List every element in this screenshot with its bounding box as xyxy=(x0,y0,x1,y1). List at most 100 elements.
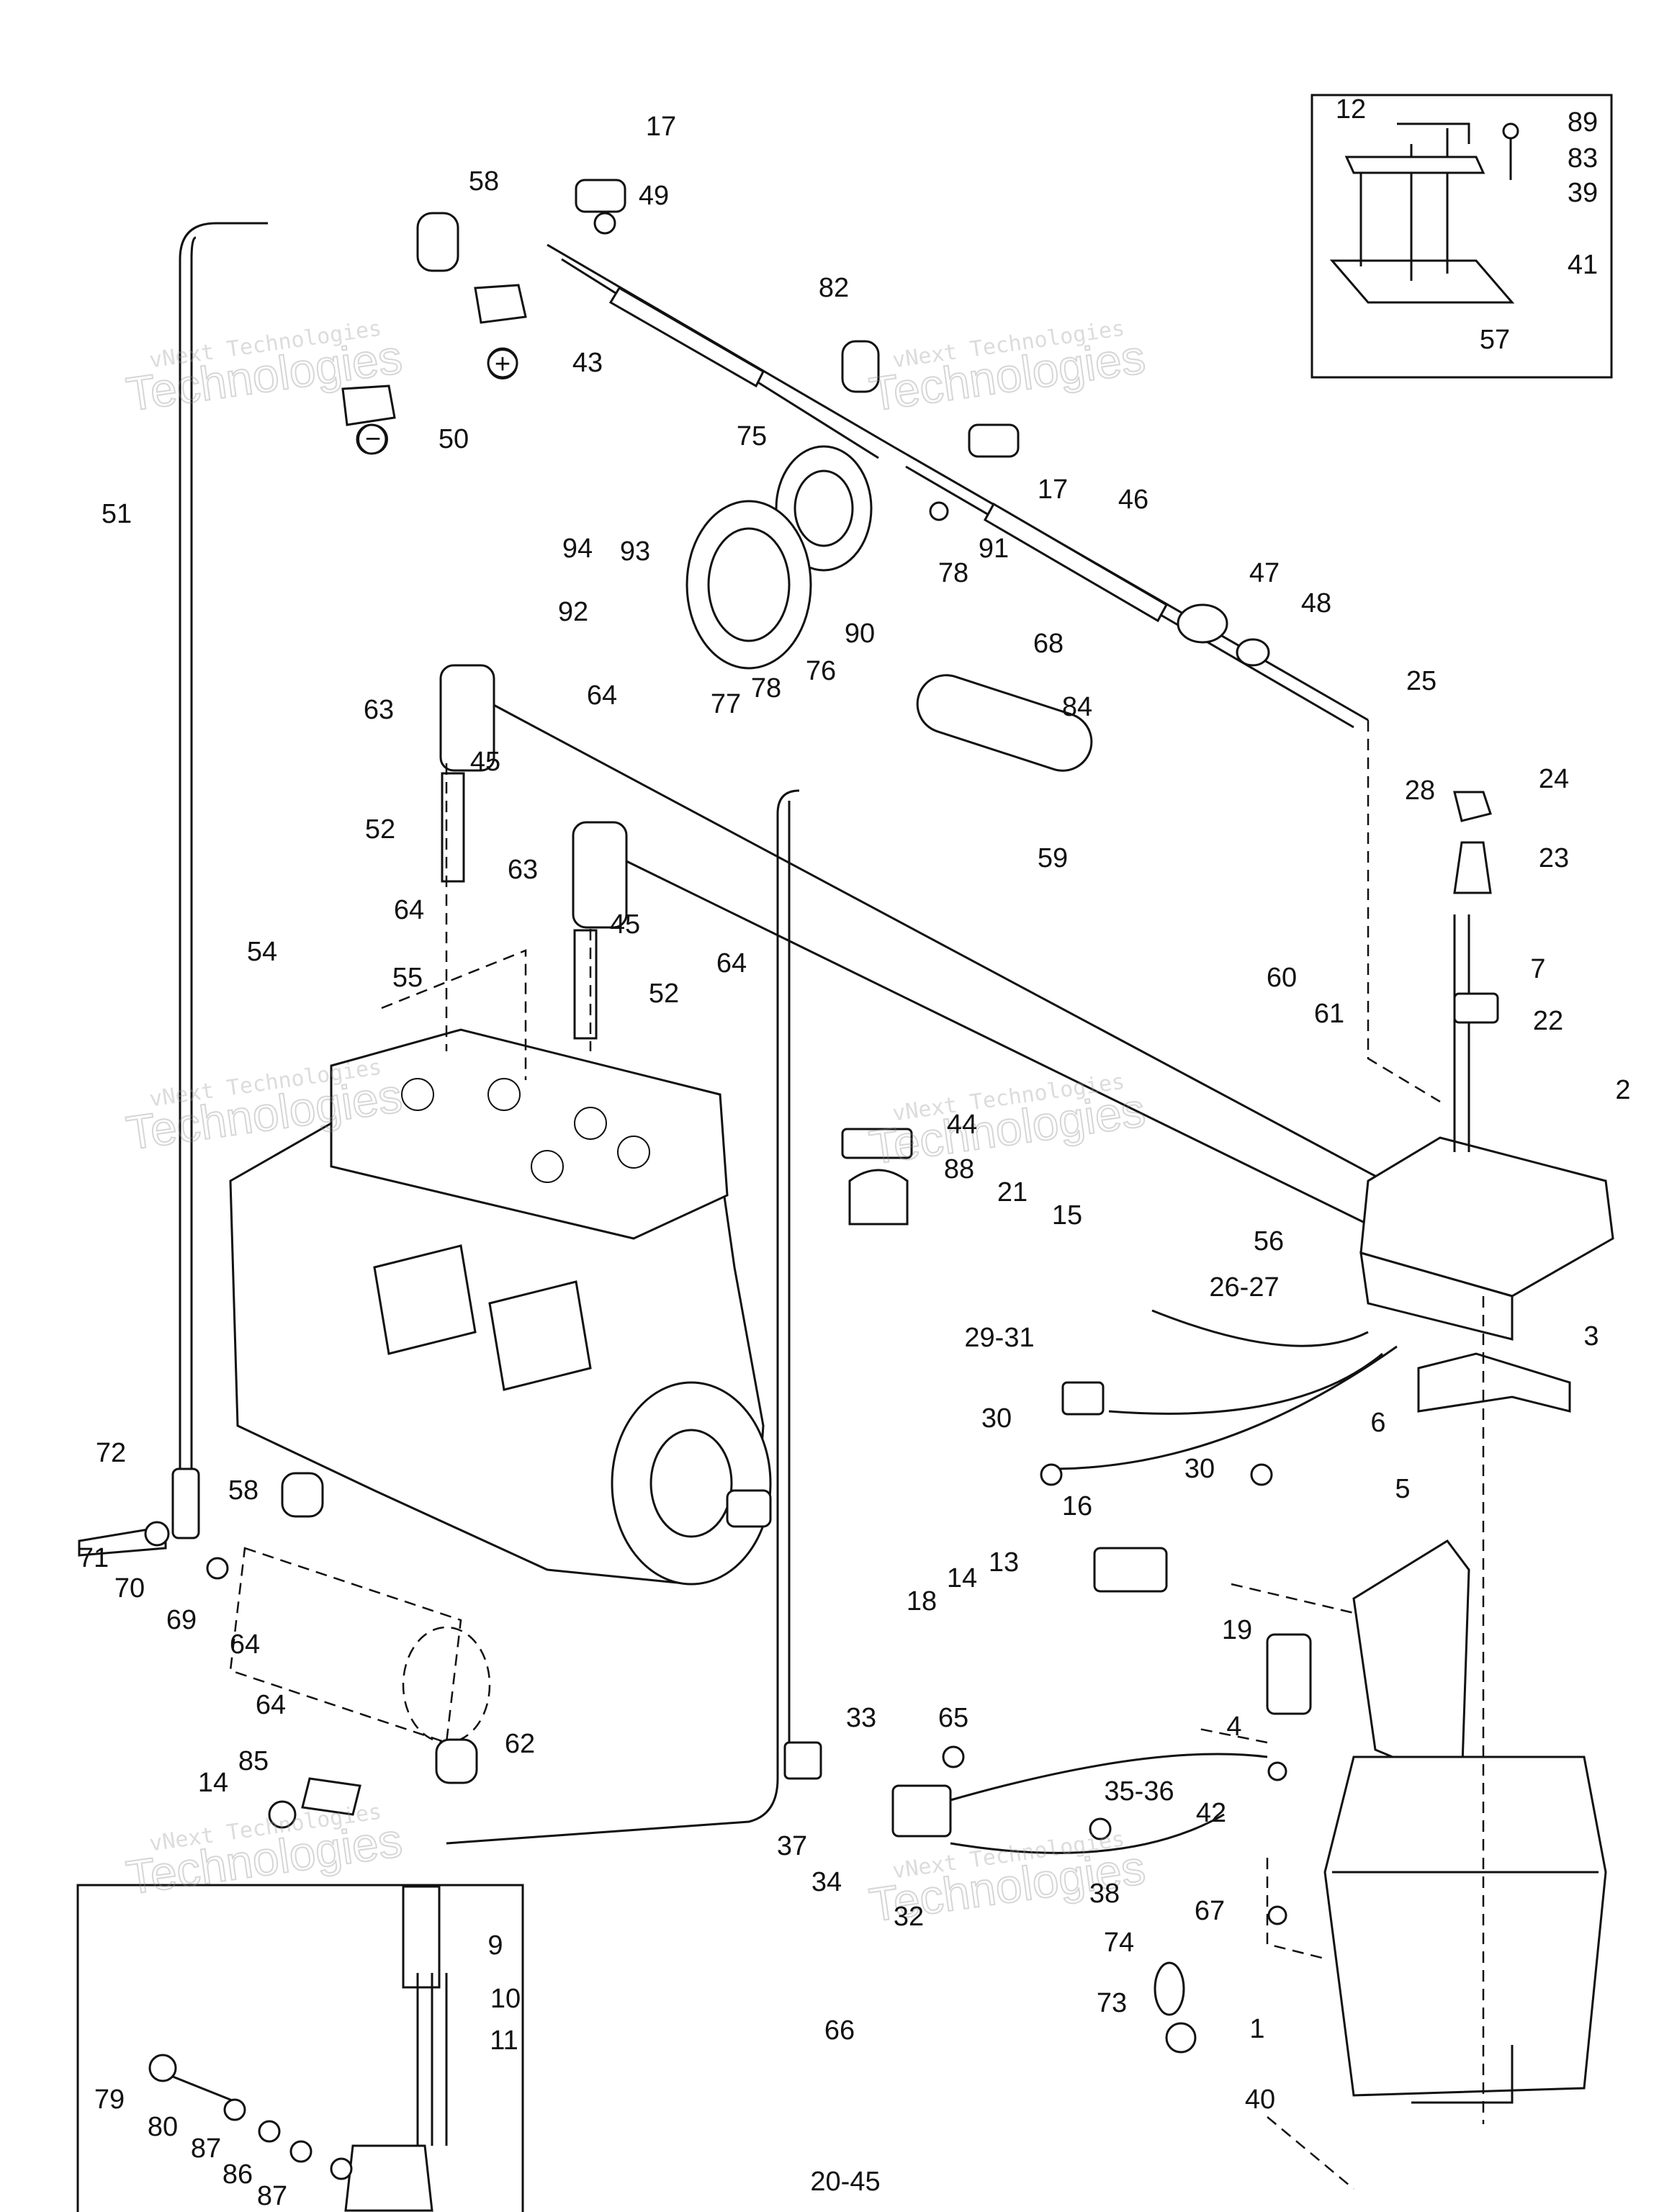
part-callout-c43: 43 xyxy=(572,348,603,378)
part-callout-c46: 46 xyxy=(1118,485,1148,515)
part-callout-c24: 24 xyxy=(1539,764,1569,794)
part-callout-c23: 23 xyxy=(1539,843,1569,873)
throttle-cable-part xyxy=(547,243,1369,729)
gasket-part xyxy=(1417,1352,1571,1413)
part-callout-c93: 93 xyxy=(620,536,650,567)
part-callout-c64e: 64 xyxy=(256,1690,286,1720)
part-callout-c65: 65 xyxy=(938,1703,968,1733)
part-callout-c15: 15 xyxy=(1052,1200,1082,1231)
part-callout-c57: 57 xyxy=(1480,325,1510,355)
part-callout-c29-31: 29-31 xyxy=(964,1323,1034,1353)
starter-cable-part xyxy=(446,789,800,1845)
part-callout-c32: 32 xyxy=(894,1902,924,1932)
part-callout-c37: 37 xyxy=(777,1831,807,1861)
part-callout-c86: 86 xyxy=(222,2159,253,2190)
part-callout-c50: 50 xyxy=(439,424,469,454)
part-callout-c41: 41 xyxy=(1568,250,1598,280)
part-callout-c12: 12 xyxy=(1336,94,1366,125)
part-callout-c68: 68 xyxy=(1033,629,1064,659)
part-callout-c63b: 63 xyxy=(508,855,538,885)
part-callout-c42: 42 xyxy=(1196,1798,1226,1828)
part-callout-c17b: 17 xyxy=(1038,475,1068,505)
part-callout-c45a: 45 xyxy=(470,747,500,777)
part-callout-c49: 49 xyxy=(639,181,669,211)
battery-tray-part xyxy=(1329,122,1519,304)
part-callout-c94: 94 xyxy=(562,534,593,564)
ignition-leads-part xyxy=(439,664,1412,1240)
part-callout-c3: 3 xyxy=(1583,1321,1599,1352)
part-callout-c40: 40 xyxy=(1245,2085,1275,2115)
part-callout-c87b: 87 xyxy=(257,2181,287,2211)
part-callout-c18: 18 xyxy=(907,1586,937,1617)
part-callout-c74: 74 xyxy=(1104,1928,1134,1958)
part-callout-c28: 28 xyxy=(1405,775,1435,806)
part-callout-c63a: 63 xyxy=(364,695,394,725)
part-callout-c56: 56 xyxy=(1254,1226,1284,1256)
part-callout-c9: 9 xyxy=(487,1930,503,1961)
part-callout-c26-27: 26-27 xyxy=(1209,1272,1279,1303)
part-callout-c30b: 30 xyxy=(1184,1454,1215,1484)
part-callout-c80: 80 xyxy=(148,2112,178,2142)
part-callout-c85: 85 xyxy=(238,1746,269,1776)
part-callout-c64b: 64 xyxy=(394,895,424,925)
negative-sign: − xyxy=(365,424,381,454)
battery-cable-part xyxy=(179,222,268,1505)
mounting-plate-part xyxy=(1352,1539,1470,1788)
battery-box-part xyxy=(1323,1755,1607,2104)
part-callout-c5: 5 xyxy=(1395,1474,1410,1504)
part-callout-c52b: 52 xyxy=(649,979,679,1009)
part-callout-c83: 83 xyxy=(1568,143,1598,174)
part-callout-c7: 7 xyxy=(1530,954,1545,984)
part-callout-c14a: 14 xyxy=(947,1563,977,1593)
part-callout-c88: 88 xyxy=(944,1154,974,1184)
part-callout-c51: 51 xyxy=(102,499,132,529)
part-callout-c87a: 87 xyxy=(191,2134,221,2164)
part-callout-c58a: 58 xyxy=(469,166,499,197)
part-callout-c84: 84 xyxy=(1062,692,1092,722)
part-callout-c25: 25 xyxy=(1406,666,1437,696)
part-callout-c79: 79 xyxy=(94,2085,125,2115)
part-callout-c54: 54 xyxy=(247,937,277,967)
part-callout-c64c: 64 xyxy=(716,948,747,979)
part-callout-c35-36: 35-36 xyxy=(1104,1776,1174,1807)
assembly-guide-line xyxy=(381,720,1485,2190)
part-callout-c60: 60 xyxy=(1267,963,1297,993)
part-callout-c45b: 45 xyxy=(610,909,640,940)
part-callout-c4: 4 xyxy=(1226,1712,1241,1742)
part-callout-c75: 75 xyxy=(737,421,767,451)
part-callout-c6: 6 xyxy=(1370,1408,1385,1438)
part-callout-c58b: 58 xyxy=(228,1475,258,1506)
part-callout-c69: 69 xyxy=(166,1605,197,1635)
part-callout-c1: 1 xyxy=(1249,2014,1264,2044)
part-callout-c72: 72 xyxy=(96,1438,126,1468)
part-callout-c2: 2 xyxy=(1615,1075,1630,1105)
part-callout-c67: 67 xyxy=(1195,1896,1225,1926)
part-callout-c62: 62 xyxy=(505,1729,535,1759)
part-callout-c11: 11 xyxy=(490,2026,518,2056)
part-callout-c48: 48 xyxy=(1301,588,1331,619)
part-callout-c64d: 64 xyxy=(230,1629,260,1660)
cable-terminal-part xyxy=(171,1467,200,1539)
throttle-housing-part xyxy=(685,445,873,670)
part-callout-c30a: 30 xyxy=(981,1403,1012,1434)
battery-tray-inset-frame xyxy=(1310,94,1613,379)
part-callout-c77: 77 xyxy=(711,689,741,719)
part-callout-c70: 70 xyxy=(114,1573,145,1604)
part-callout-c73: 73 xyxy=(1097,1988,1127,2018)
part-callout-c91: 91 xyxy=(979,534,1009,564)
part-callout-c47: 47 xyxy=(1249,558,1280,588)
part-callout-c82: 82 xyxy=(819,273,849,303)
part-callout-c71: 71 xyxy=(78,1543,109,1573)
part-callout-c17a: 17 xyxy=(646,112,676,142)
part-callout-c34: 34 xyxy=(811,1867,842,1897)
part-callout-c19: 19 xyxy=(1222,1615,1252,1645)
small-parts-group xyxy=(78,179,1312,2212)
negative-terminal-symbol xyxy=(358,424,388,454)
part-callout-c16: 16 xyxy=(1062,1491,1092,1521)
part-callout-c66: 66 xyxy=(824,2015,855,2046)
part-callout-c78b: 78 xyxy=(751,673,781,703)
engine-block-part xyxy=(229,1028,772,1586)
wiring-harness-part xyxy=(950,1309,1398,1854)
